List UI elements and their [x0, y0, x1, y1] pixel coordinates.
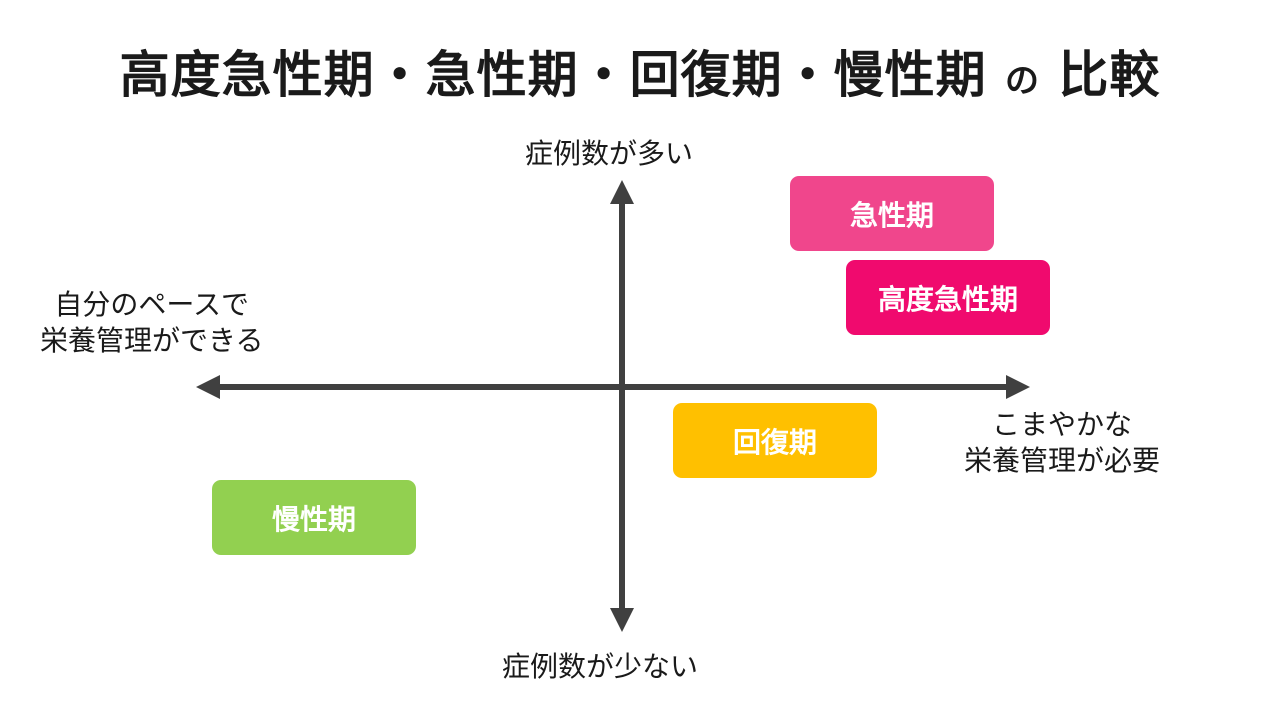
box-recovery: 回復期 — [673, 403, 877, 478]
title-part1: 高度急性期・急性期・回復期・慢性期 — [119, 46, 987, 104]
axis-label-left-line2: 栄養管理ができる — [40, 324, 264, 357]
axis-label-right-line1: こまやかな — [992, 408, 1133, 441]
arrow-up-icon — [610, 180, 634, 204]
axis-label-left-line1: 自分のペースで — [54, 288, 250, 321]
box-acute: 急性期 — [790, 176, 994, 251]
axis-label-top: 症例数が多い — [525, 137, 694, 170]
axis-label-right: こまやかな 栄養管理が必要 — [964, 407, 1160, 479]
axis-label-right-line2: 栄養管理が必要 — [964, 444, 1161, 477]
box-chronic: 慢性期 — [212, 480, 416, 555]
arrow-left-icon — [196, 375, 220, 399]
title-part2: 比較 — [1058, 46, 1161, 104]
arrow-right-icon — [1006, 375, 1030, 399]
axis-label-left: 自分のペースで 栄養管理ができる — [40, 287, 263, 359]
arrow-down-icon — [610, 608, 634, 632]
axis-label-bottom: 症例数が少ない — [502, 650, 699, 683]
slide-title: 高度急性期・急性期・回復期・慢性期 の 比較 — [0, 40, 1280, 116]
box-high-acute: 高度急性期 — [846, 260, 1050, 335]
title-connector: の — [1005, 61, 1040, 101]
